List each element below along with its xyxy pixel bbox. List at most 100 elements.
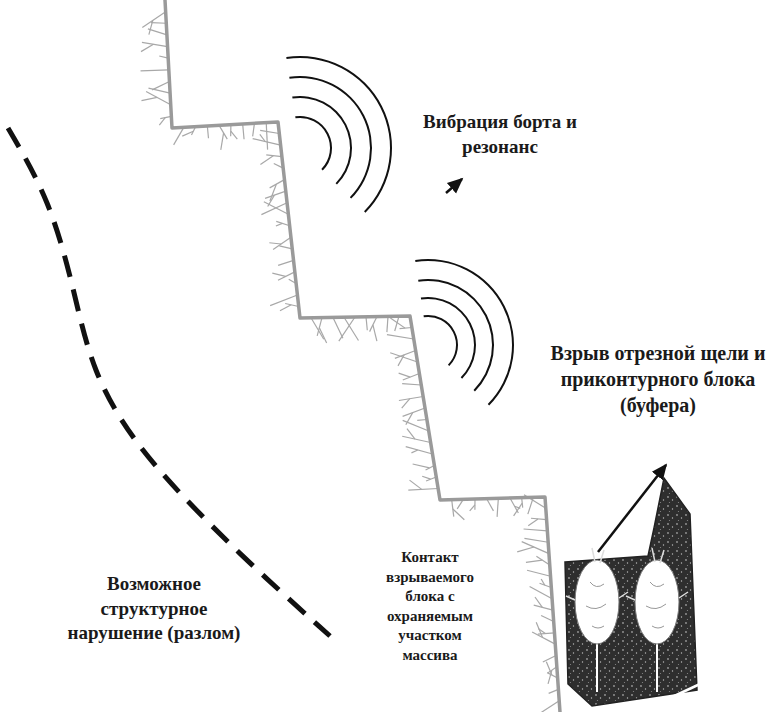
fracture-stroke [151, 22, 166, 24]
fracture-stroke [253, 123, 255, 136]
fracture-stroke [243, 124, 244, 139]
fracture-stroke [452, 500, 454, 517]
charge-stem [656, 640, 658, 692]
vibration-arc [295, 116, 332, 170]
bench-profile [165, 0, 560, 712]
fracture-stroke [373, 325, 377, 341]
explosive-charge [566, 548, 628, 692]
fracture-stroke [487, 499, 494, 511]
fracture-stroke [470, 505, 475, 511]
fracture-stroke [530, 587, 552, 599]
fracture-stroke [538, 701, 560, 712]
fracture-stroke [422, 476, 430, 479]
fracture-stroke [403, 374, 420, 381]
fracture-stroke [278, 260, 293, 265]
fracture-stroke [407, 429, 415, 439]
crack-line [655, 684, 700, 705]
fracture-stroke [148, 29, 167, 35]
fracture-stroke [370, 317, 377, 332]
fracture-stroke [531, 518, 547, 519]
blast-block-body [565, 478, 697, 706]
fracture-stroke [406, 447, 433, 454]
fracture-stroke [141, 44, 153, 51]
vibration-arc [421, 297, 476, 379]
fracture-stroke [207, 126, 208, 138]
fracture-stroke [536, 622, 542, 637]
fracture-stroke [265, 191, 286, 198]
fracture-stroke [182, 131, 193, 136]
fracture-stroke [269, 243, 281, 244]
fracture-stroke [311, 318, 324, 339]
fracture-stroke [344, 317, 358, 340]
fracture-stroke [339, 317, 355, 341]
blast-block [565, 478, 700, 706]
fracture-stroke [408, 489, 438, 491]
fracture-stroke [221, 133, 224, 150]
fracture-stroke [402, 436, 430, 442]
fracture-stroke [399, 397, 423, 401]
fracture-stroke [517, 547, 534, 552]
fracture-stroke [535, 597, 542, 607]
fracture-stroke [159, 118, 165, 125]
vibration-arc [415, 259, 514, 405]
fracture-stroke [402, 384, 421, 385]
annotation-label: Возможное структурное нарушение (разлом) [60, 572, 248, 646]
charge-shading [646, 582, 666, 628]
fracture-stroke [413, 464, 430, 468]
fracture-stroke [270, 180, 285, 188]
fracture-stroke [319, 328, 326, 343]
vibration-arc [286, 56, 392, 213]
fracture-stroke [411, 450, 417, 453]
fracture-stroke [543, 655, 556, 662]
annotation-label: Вибрация борта и резонанс [418, 110, 582, 159]
bench-outline [165, 0, 560, 712]
fracture-stroke [270, 295, 297, 306]
fracture-stroke [534, 605, 553, 610]
fault-line [8, 128, 330, 636]
fracture-stroke [152, 81, 169, 89]
vibration-waves [286, 56, 514, 405]
vibration-arc [289, 76, 372, 199]
fracture-stroke [366, 317, 367, 330]
fracture-stroke [266, 123, 267, 150]
charge-bulb [575, 560, 619, 644]
fracture-stroke [514, 503, 523, 516]
fracture-stroke [387, 316, 388, 332]
fracture-stroke [399, 373, 411, 377]
fracture-stroke [333, 317, 343, 338]
fault-dashed-line [8, 128, 330, 636]
fracture-stroke [276, 223, 282, 226]
fracture-stroke [317, 318, 322, 336]
fracture-stroke [395, 351, 416, 359]
fracture-stroke [546, 662, 552, 675]
fracture-stroke [453, 509, 465, 520]
direction-arrow [598, 465, 666, 552]
fracture-stroke [280, 305, 291, 311]
fracture-stroke [522, 542, 549, 554]
fracture-stroke [142, 12, 165, 28]
fracture-stroke [260, 156, 273, 165]
annotation-label: Взрыв отрезной щели и приконтурного блок… [540, 340, 776, 418]
charge-ticks [566, 548, 628, 600]
fracture-stroke [402, 399, 410, 409]
fracture-stroke [148, 88, 170, 93]
vibration-arc [418, 279, 494, 391]
vibration-arc [292, 96, 352, 185]
fracture-stroke [260, 134, 265, 141]
fracture-stroke [400, 328, 412, 329]
fracture-stroke [141, 70, 169, 71]
fracture-stroke [527, 570, 550, 576]
fracture-stroke [142, 42, 168, 46]
direction-arrow [446, 179, 462, 193]
charge-bulb [635, 560, 679, 644]
fracture-stroke [264, 202, 289, 214]
fracture-stroke [541, 579, 545, 585]
fracture-stroke [387, 335, 414, 339]
fracture-stroke [497, 498, 498, 517]
fracture-stroke [403, 420, 429, 431]
vibration-arc [424, 315, 458, 366]
fracture-stroke [231, 131, 238, 139]
fracture-stroke [528, 519, 538, 526]
charge-ticks [626, 548, 688, 600]
fracture-stroke [410, 480, 422, 489]
